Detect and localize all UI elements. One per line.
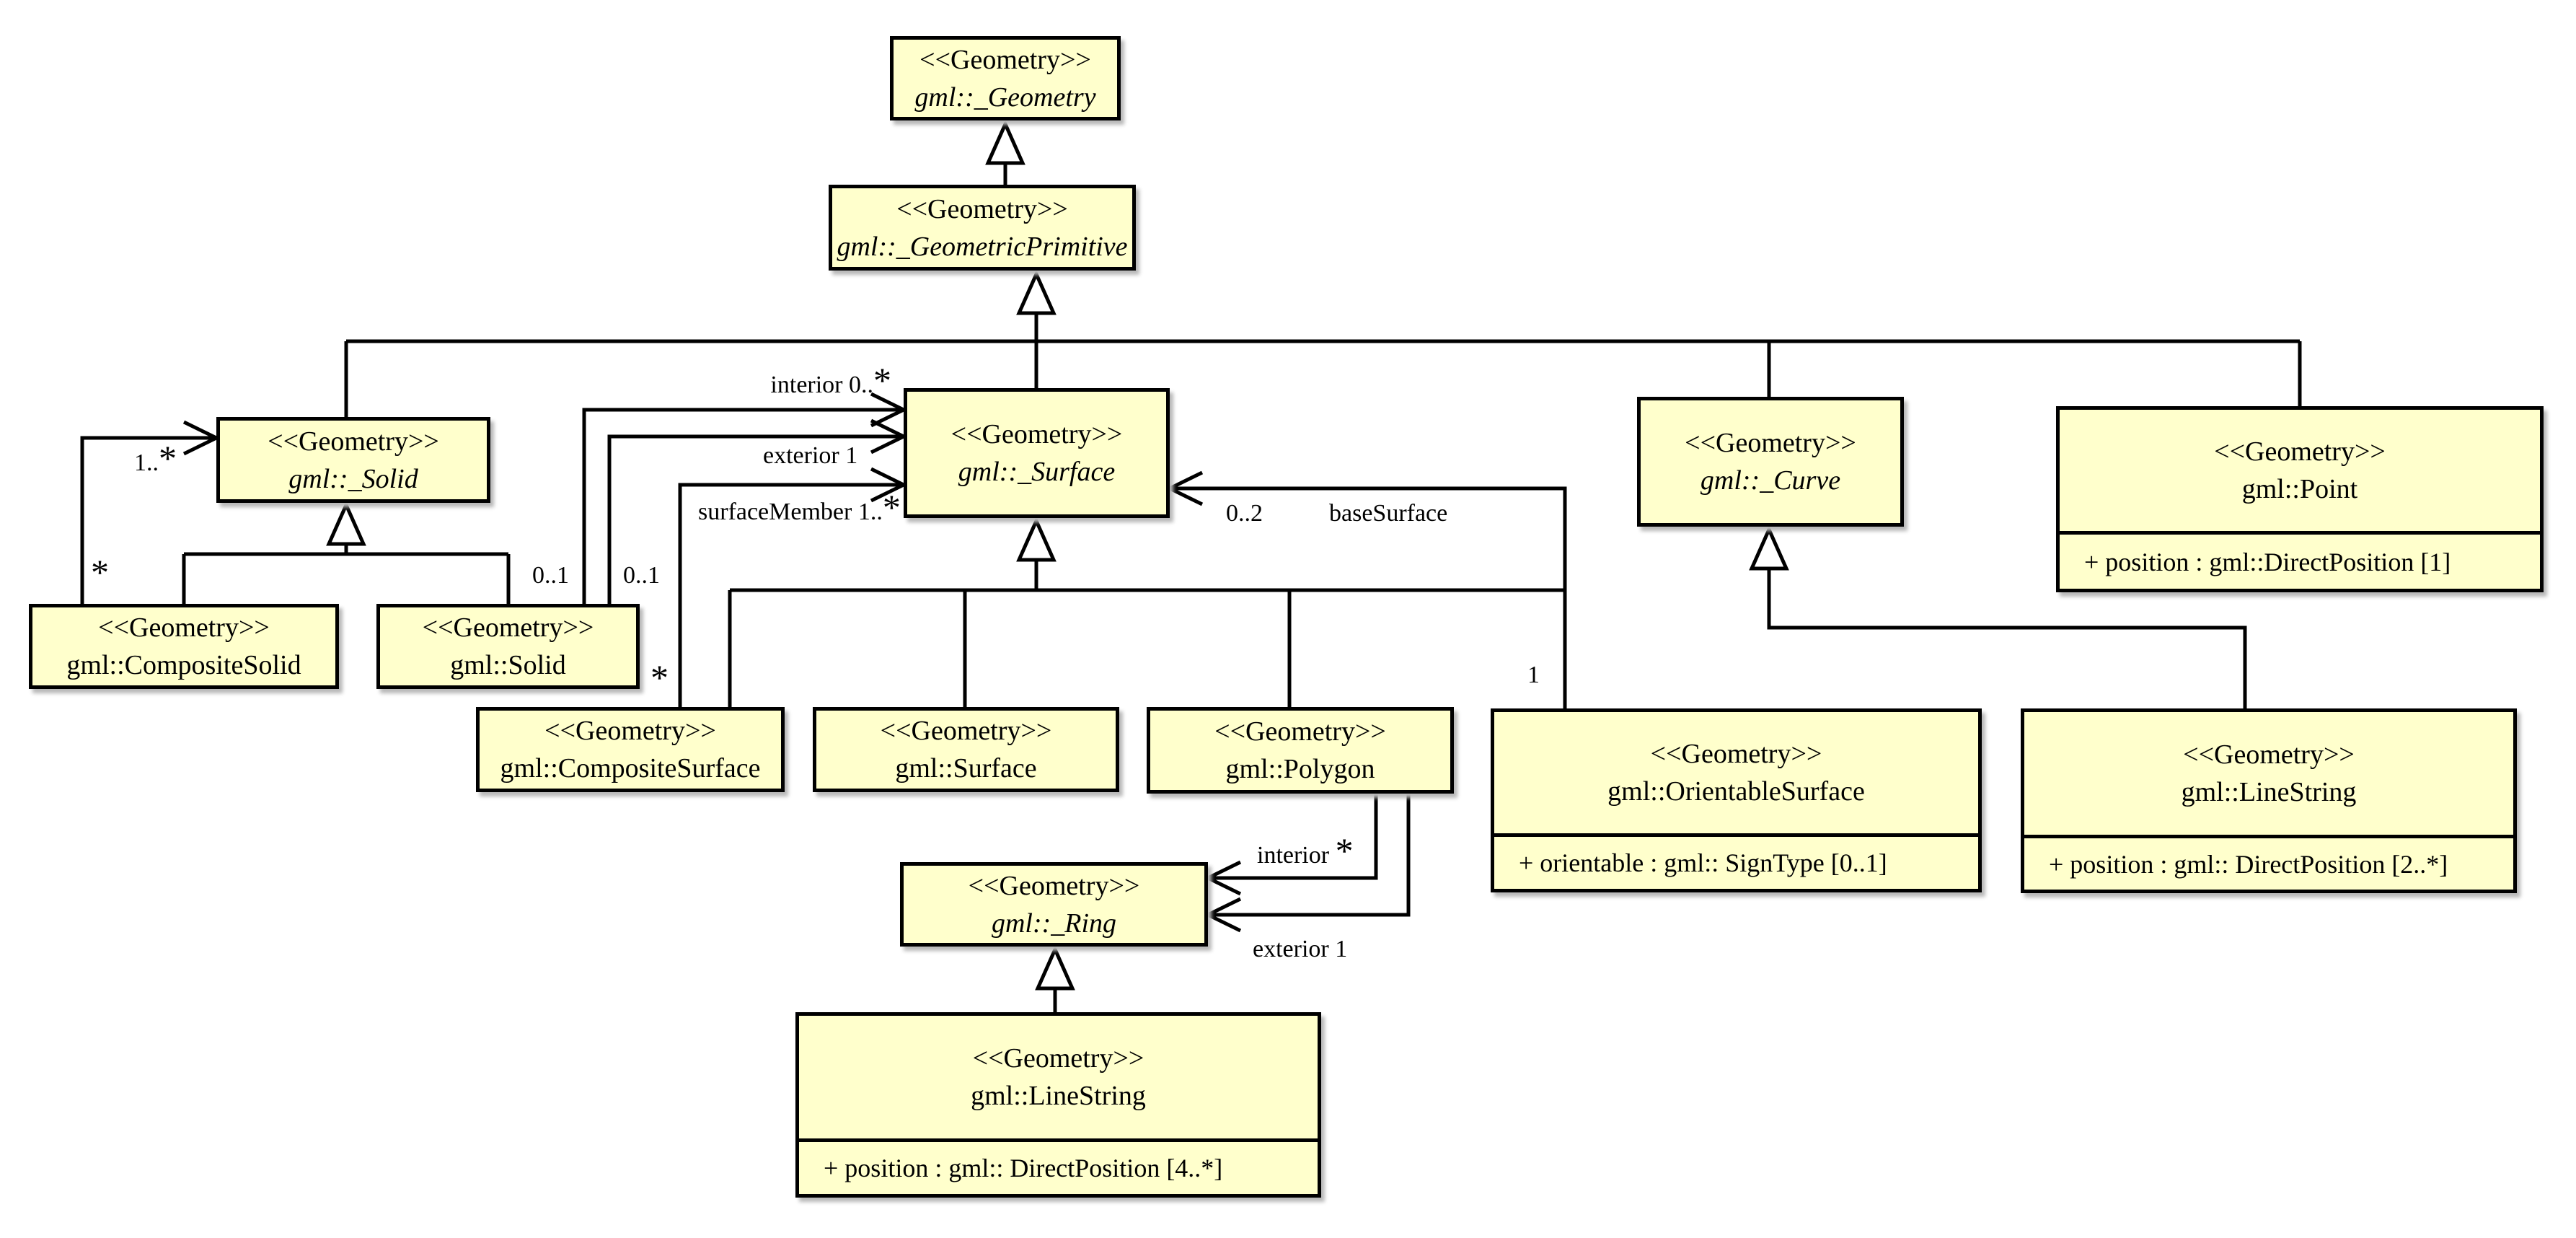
multiplicity-orientable-end: 1 xyxy=(1527,662,1540,688)
generalization-triangle-surface xyxy=(1016,516,1057,562)
arrowhead-exterior xyxy=(870,418,905,455)
association-surfacemember xyxy=(678,483,904,707)
stereotype-label: <<Geometry>> xyxy=(919,44,1091,75)
class-box-gml-surface[interactable]: <<Geometry>> gml::Surface xyxy=(813,707,1119,792)
class-name: gml::_Geometry xyxy=(914,82,1096,113)
attribute-position: + position : gml:: DirectPosition [2..*] xyxy=(2024,835,2513,890)
multiplicity-basesurface: 0..2 xyxy=(1226,500,1263,527)
class-box-gml-surface-abstract[interactable]: <<Geometry>> gml::_Surface xyxy=(904,388,1170,518)
class-name: gml::_GeometricPrimitive xyxy=(837,231,1128,262)
class-box-gml-curve-abstract[interactable]: <<Geometry>> gml::_Curve xyxy=(1637,397,1904,527)
stereotype-label: <<Geometry>> xyxy=(880,716,1052,746)
association-solid-interior xyxy=(582,408,904,604)
class-name: gml::_Curve xyxy=(1700,465,1841,496)
attribute-position: + position : gml::DirectPosition [1] xyxy=(2060,531,2540,589)
stereotype-label: <<Geometry>> xyxy=(268,426,439,457)
stereotype-label: <<Geometry>> xyxy=(968,870,1140,901)
class-box-gml-linestring-ring[interactable]: <<Geometry>> gml::LineString + position … xyxy=(795,1012,1321,1198)
stereotype-label: <<Geometry>> xyxy=(1650,739,1822,769)
class-name: gml::Point xyxy=(2241,474,2358,504)
generalization-triangle-ring xyxy=(1035,944,1075,991)
stereotype-label: <<Geometry>> xyxy=(1685,428,1856,458)
generalization-triangle-curve xyxy=(1749,524,1789,571)
multiplicity-solid-end: 1..* xyxy=(134,438,177,478)
stereotype-label: <<Geometry>> xyxy=(896,193,1068,224)
association-solid-exterior xyxy=(607,434,904,604)
arrowhead-basesurface xyxy=(1168,470,1204,506)
class-name: gml::_Ring xyxy=(991,908,1117,939)
stereotype-label: <<Geometry>> xyxy=(950,419,1123,449)
stereotype-label: <<Geometry>> xyxy=(2214,436,2386,467)
stereotype-label: <<Geometry>> xyxy=(422,613,594,643)
multiplicity-exterior-solid-end: 0..1 xyxy=(532,562,569,589)
class-box-gml-orientablesurface[interactable]: <<Geometry>> gml::OrientableSurface + or… xyxy=(1491,708,1982,892)
generalization-curve-linestring xyxy=(1767,568,2247,708)
class-box-gml-compositesolid[interactable]: <<Geometry>> gml::CompositeSolid xyxy=(29,604,339,689)
attribute-orientable: + orientable : gml:: SignType [0..1] xyxy=(1494,833,1978,889)
class-box-gml-compositesurface[interactable]: <<Geometry>> gml::CompositeSurface xyxy=(476,707,785,792)
arrowhead-surfacemember xyxy=(870,467,905,503)
class-box-gml-geometry[interactable]: <<Geometry>> gml::_Geometry xyxy=(890,36,1121,120)
class-box-gml-solid[interactable]: <<Geometry>> gml::Solid xyxy=(376,604,640,689)
association-compositesolid-solid xyxy=(80,436,216,604)
stereotype-label: <<Geometry>> xyxy=(98,613,270,643)
class-name: gml::Polygon xyxy=(1225,754,1375,784)
class-name: gml::LineString xyxy=(971,1081,1146,1111)
class-name: gml::CompositeSurface xyxy=(500,753,761,783)
role-basesurface: baseSurface xyxy=(1329,500,1448,527)
stereotype-label: <<Geometry>> xyxy=(544,716,716,746)
class-name: gml::Surface xyxy=(895,753,1037,783)
class-box-gml-polygon[interactable]: <<Geometry>> gml::Polygon xyxy=(1147,707,1454,794)
class-name: gml::_Solid xyxy=(288,463,418,494)
stereotype-label: <<Geometry>> xyxy=(1214,716,1386,747)
multiplicity-compositesolid-end: * xyxy=(91,552,109,592)
class-name: gml::_Surface xyxy=(958,457,1116,487)
generalization-triangle-solid xyxy=(326,500,366,546)
association-polygon-exterior xyxy=(1208,794,1411,917)
stereotype-label: <<Geometry>> xyxy=(2183,739,2355,770)
role-exterior-surface: exterior 1 xyxy=(763,442,858,469)
stereotype-label: <<Geometry>> xyxy=(972,1043,1144,1074)
class-name: gml::CompositeSolid xyxy=(66,650,301,680)
arrowhead-into-solid xyxy=(182,420,218,456)
association-basesurface xyxy=(1170,486,1567,708)
generalization-triangle-geometry xyxy=(985,119,1025,165)
role-surfacemember: surfaceMember 1..* xyxy=(698,487,901,527)
class-box-gml-linestring[interactable]: <<Geometry>> gml::LineString + position … xyxy=(2021,708,2517,893)
multiplicity-compositesurface-end: * xyxy=(650,657,669,698)
class-name: gml::LineString xyxy=(2181,777,2357,807)
class-name: gml::OrientableSurface xyxy=(1607,776,1865,807)
class-name: gml::Solid xyxy=(450,650,566,680)
arrowhead-ring-interior xyxy=(1207,860,1242,896)
generalization-triangle-geometricprimitive xyxy=(1016,269,1057,315)
class-box-gml-geometricprimitive[interactable]: <<Geometry>> gml::_GeometricPrimitive xyxy=(829,185,1136,271)
class-box-gml-point[interactable]: <<Geometry>> gml::Point + position : gml… xyxy=(2056,406,2544,592)
multiplicity-interior-solid-end: 0..1 xyxy=(623,562,660,589)
role-interior-surface: interior 0..* xyxy=(770,360,891,400)
role-ring-interior: interior * xyxy=(1257,830,1354,871)
class-box-gml-solid-abstract[interactable]: <<Geometry>> gml::_Solid xyxy=(216,417,490,503)
class-box-gml-ring-abstract[interactable]: <<Geometry>> gml::_Ring xyxy=(900,862,1208,947)
association-polygon-interior xyxy=(1208,794,1378,880)
arrowhead-ring-exterior xyxy=(1207,897,1242,933)
role-ring-exterior: exterior 1 xyxy=(1253,936,1348,962)
attribute-position: + position : gml:: DirectPosition [4..*] xyxy=(799,1138,1318,1194)
